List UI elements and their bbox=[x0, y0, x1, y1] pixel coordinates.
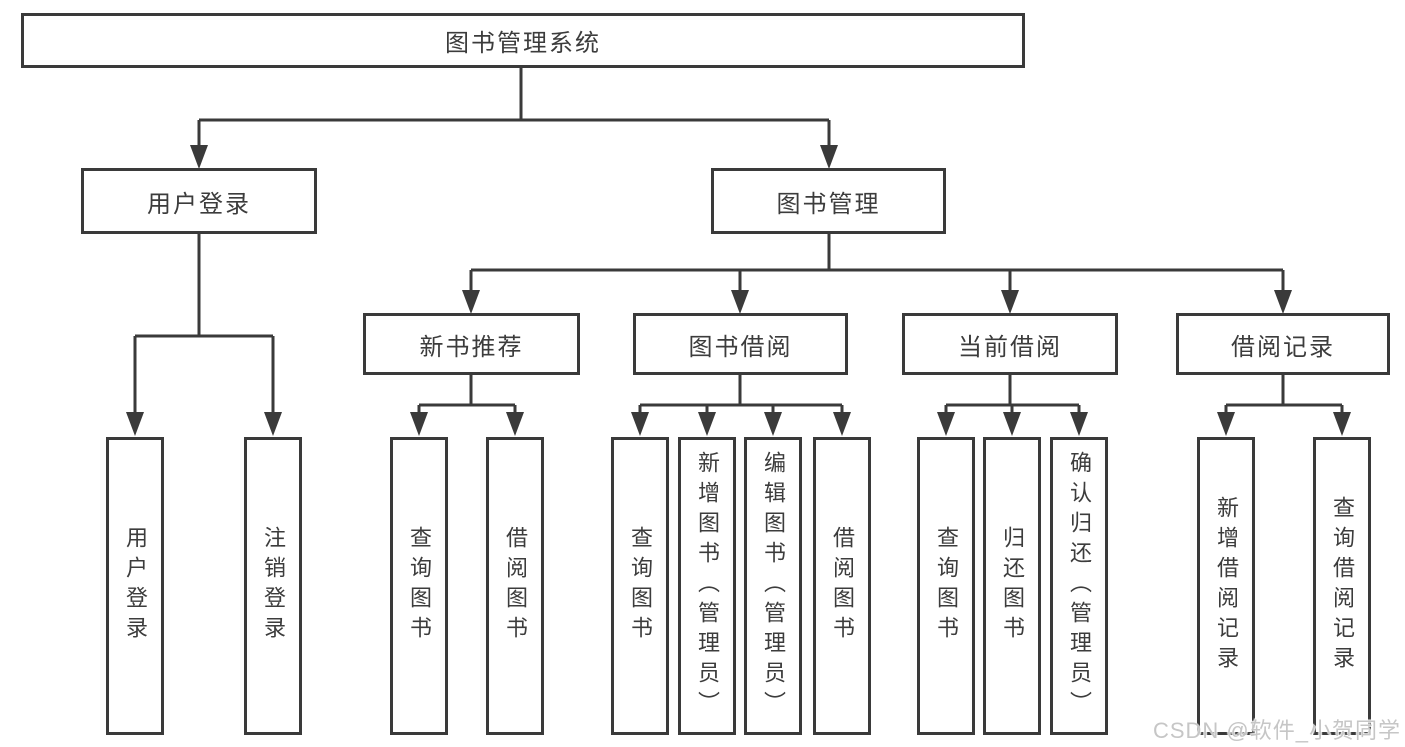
leaf-query-books-current: 查询图书 bbox=[917, 437, 975, 735]
leaf-query-borrow-record: 查询借阅记录 bbox=[1313, 437, 1371, 735]
leaf-user-login: 用户登录 bbox=[106, 437, 164, 735]
node-borrow-records: 借阅记录 bbox=[1176, 313, 1390, 375]
leaf-return-books-label: 归还图书 bbox=[1000, 526, 1025, 646]
connector-stems bbox=[133, 68, 1344, 413]
leaf-query-borrow-record-label: 查询借阅记录 bbox=[1330, 496, 1355, 676]
leaf-borrow-books-label: 借阅图书 bbox=[830, 526, 855, 646]
node-new-book-recommend: 新书推荐 bbox=[363, 313, 580, 375]
leaf-query-books-borrow: 查询图书 bbox=[611, 437, 669, 735]
node-root: 图书管理系统 bbox=[21, 13, 1025, 68]
node-book-management-label: 图书管理 bbox=[776, 190, 881, 218]
leaf-return-books: 归还图书 bbox=[983, 437, 1041, 735]
leaf-edit-books-admin: 编辑图书（管理员） bbox=[744, 437, 802, 735]
leaf-add-borrow-record: 新增借阅记录 bbox=[1197, 437, 1255, 735]
leaf-confirm-return-admin: 确认归还（管理员） bbox=[1050, 437, 1108, 735]
leaf-borrow-books: 借阅图书 bbox=[813, 437, 871, 735]
leaf-edit-books-admin-label: 编辑图书（管理员） bbox=[761, 451, 786, 721]
connector-arrowheads bbox=[126, 145, 1351, 436]
node-user-login-label: 用户登录 bbox=[147, 190, 251, 218]
leaf-query-books-recommend: 查询图书 bbox=[390, 437, 448, 735]
leaf-logout: 注销登录 bbox=[244, 437, 302, 735]
node-current-borrow: 当前借阅 bbox=[902, 313, 1118, 375]
leaf-logout-label: 注销登录 bbox=[261, 526, 286, 646]
leaf-user-login-label: 用户登录 bbox=[123, 526, 148, 646]
leaf-query-books-borrow-label: 查询图书 bbox=[628, 526, 653, 646]
node-book-borrow-label: 图书借阅 bbox=[688, 333, 793, 361]
leaf-query-books-recommend-label: 查询图书 bbox=[407, 526, 432, 646]
leaf-query-books-current-label: 查询图书 bbox=[934, 526, 959, 646]
leaf-add-books-admin-label: 新增图书（管理员） bbox=[695, 451, 720, 721]
leaf-borrow-books-recommend-label: 借阅图书 bbox=[503, 526, 528, 646]
node-current-borrow-label: 当前借阅 bbox=[958, 333, 1062, 361]
node-book-borrow: 图书借阅 bbox=[633, 313, 848, 375]
node-root-label: 图书管理系统 bbox=[445, 30, 601, 57]
node-book-management: 图书管理 bbox=[711, 168, 946, 234]
leaf-confirm-return-admin-label: 确认归还（管理员） bbox=[1067, 451, 1092, 721]
node-user-login: 用户登录 bbox=[81, 168, 317, 234]
leaf-borrow-books-recommend: 借阅图书 bbox=[486, 437, 544, 735]
leaf-add-books-admin: 新增图书（管理员） bbox=[678, 437, 736, 735]
node-borrow-records-label: 借阅记录 bbox=[1231, 333, 1335, 361]
node-new-book-recommend-label: 新书推荐 bbox=[419, 333, 524, 361]
leaf-add-borrow-record-label: 新增借阅记录 bbox=[1214, 496, 1239, 676]
watermark: CSDN @软件_小贺同学 bbox=[1152, 718, 1401, 743]
